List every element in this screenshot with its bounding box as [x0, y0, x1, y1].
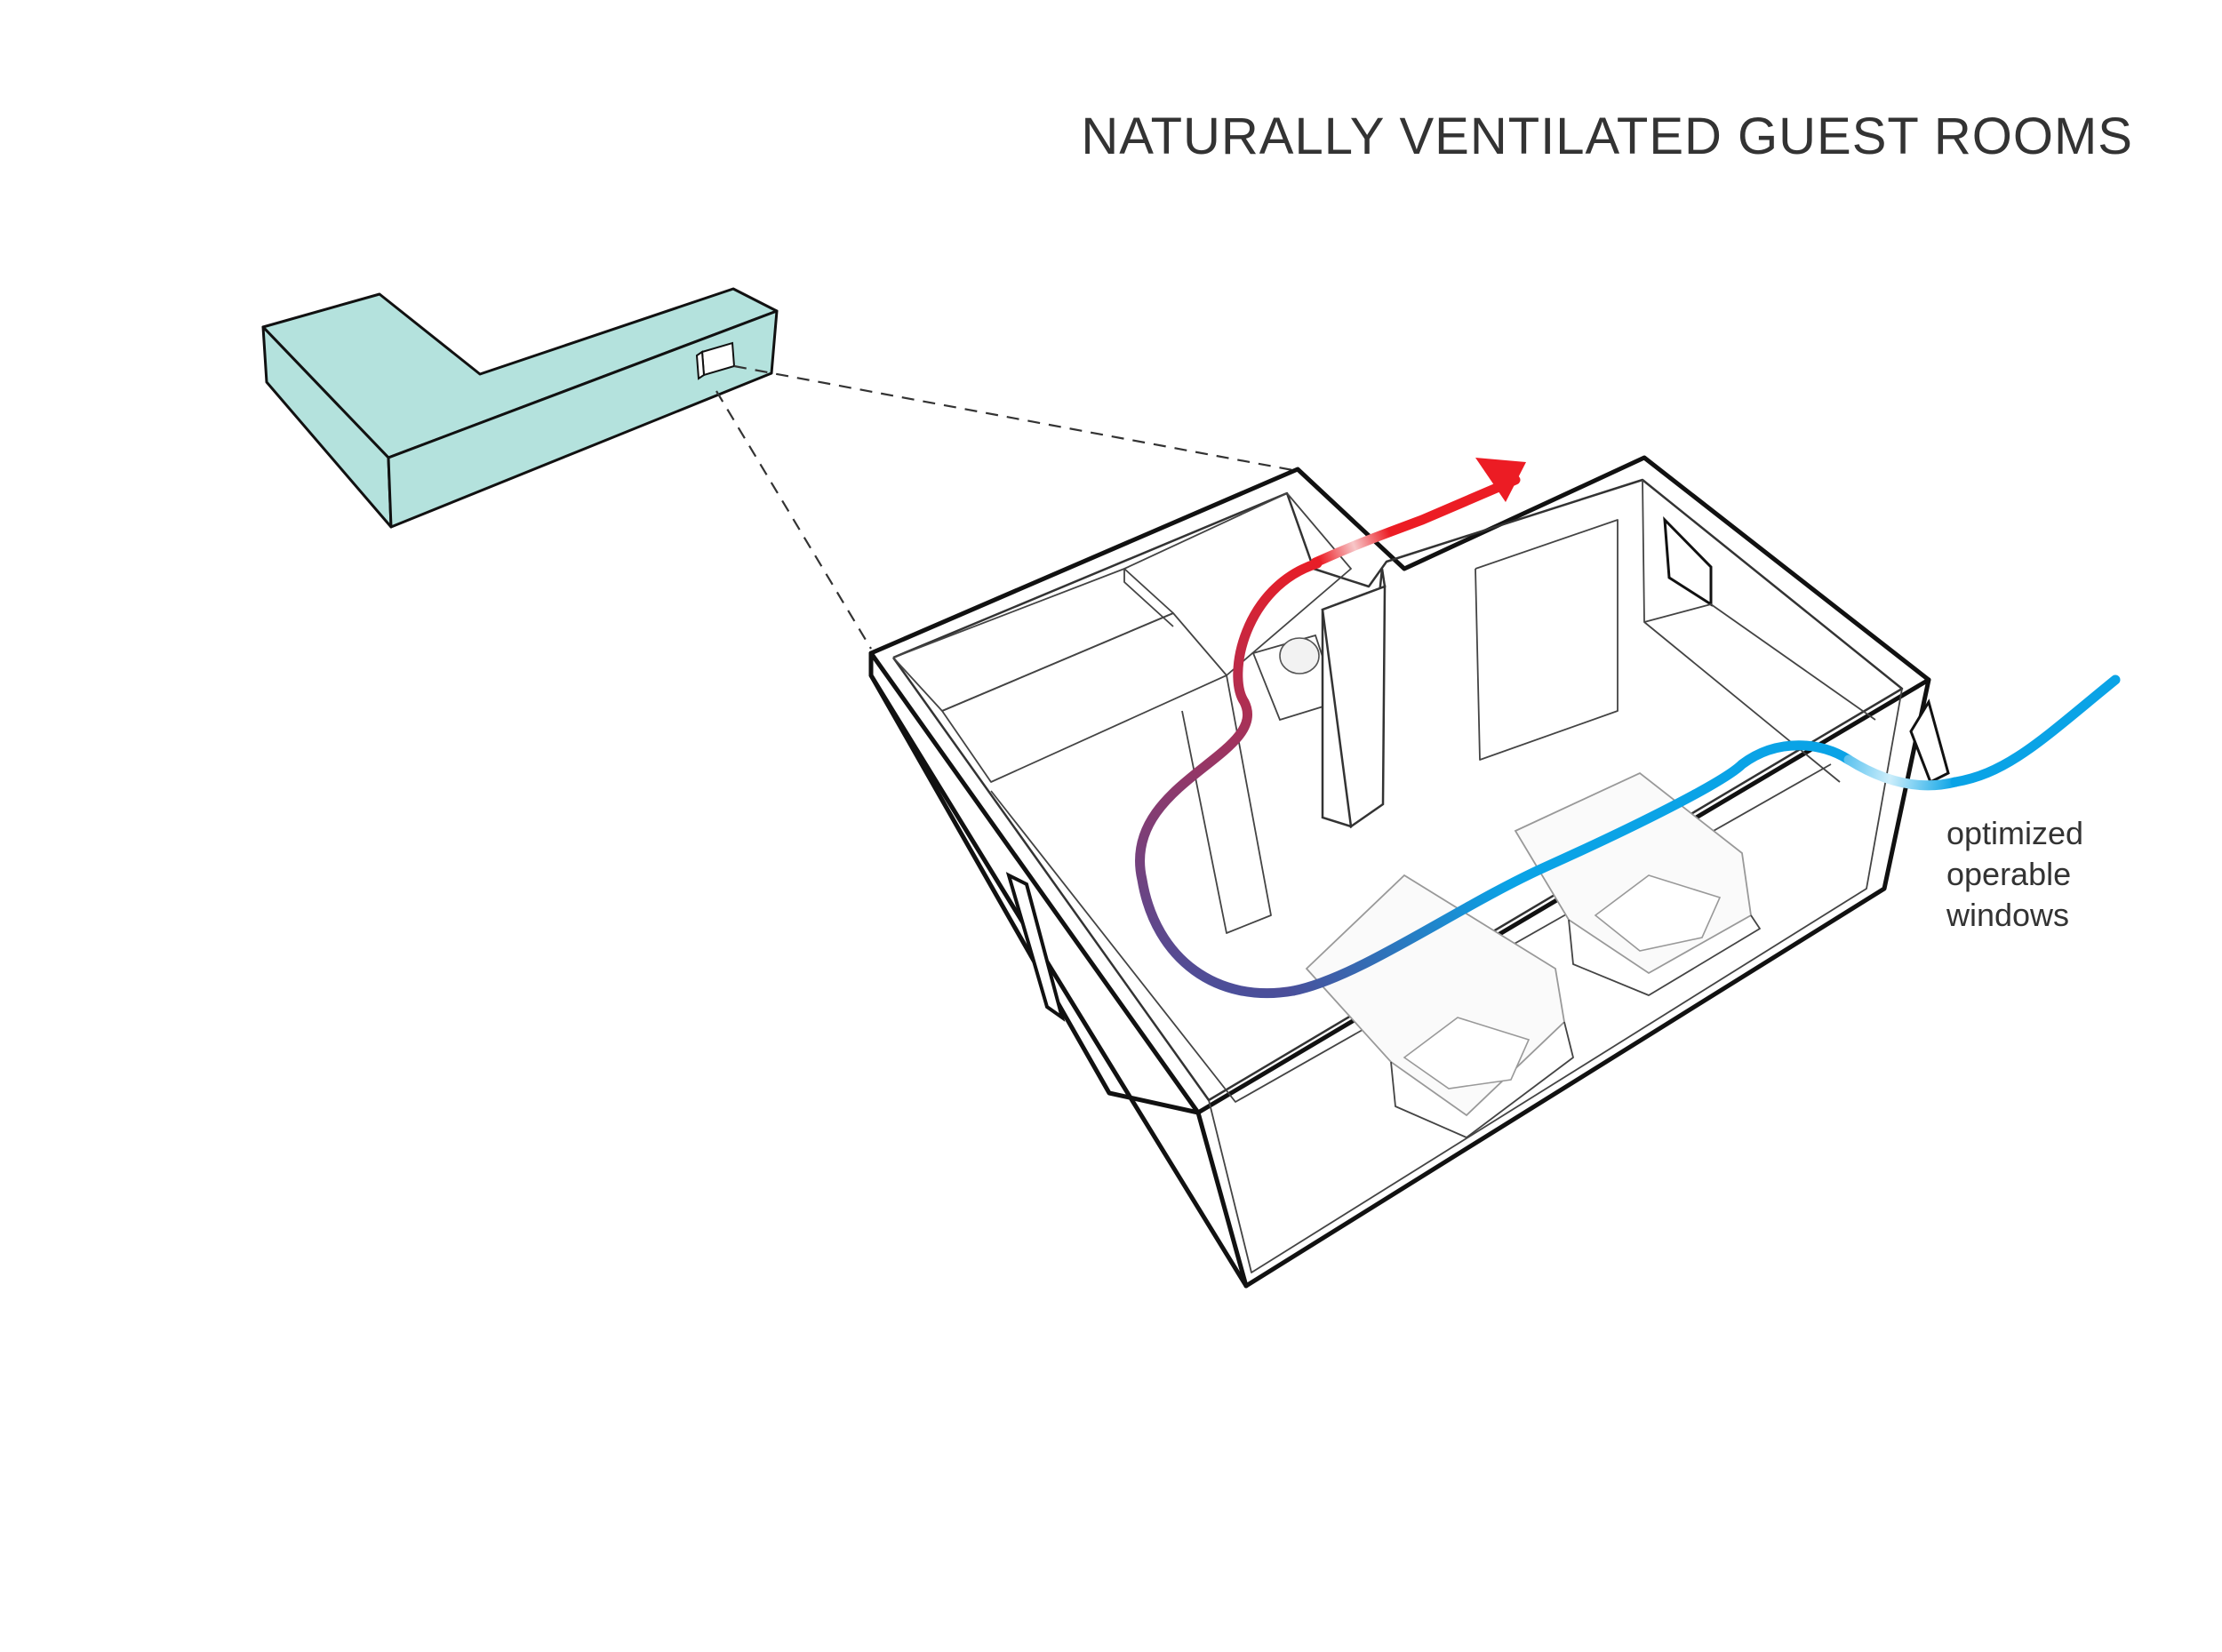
guest-room-model — [868, 455, 1950, 1289]
window-recess — [1663, 516, 1713, 607]
front-wall-inner — [1208, 688, 1903, 1273]
cool-air-inlet — [1950, 674, 2121, 787]
warm-air-arrowhead — [1475, 458, 1526, 502]
room-right-wall — [1243, 677, 1931, 1289]
warm-air-outlet — [1310, 475, 1521, 568]
bathroom-wall — [1123, 492, 1352, 676]
airflow-path — [1135, 458, 2121, 999]
bed-1-pillow — [1403, 1017, 1531, 1089]
diagram-title: NATURALLY VENTILATED GUEST ROOMS — [1081, 108, 2133, 165]
cool-air-path — [1288, 740, 1854, 996]
room-front-corner — [1195, 1110, 1249, 1289]
window-sill — [1643, 603, 1876, 721]
caption-line-3: windows — [1946, 897, 2070, 933]
projection-line-upper — [733, 364, 1299, 473]
side-door — [1005, 872, 1066, 1022]
bed-2 — [1514, 771, 1761, 996]
airflow-curve — [1135, 558, 1323, 999]
caption-line-2: operable — [1946, 856, 2072, 892]
room-left-bottom — [868, 673, 1249, 1289]
wardrobe-divider — [1123, 569, 1174, 627]
bed-2-pillow — [1594, 874, 1722, 952]
projection-lines — [715, 364, 1299, 650]
window-caption: optimized operable windows — [1946, 813, 2160, 936]
wardrobe-box-2 — [941, 612, 1227, 783]
exterior-window — [1909, 698, 1950, 785]
key-building — [261, 287, 779, 529]
bed-1 — [1305, 874, 1574, 1138]
room-marker-side — [695, 350, 706, 380]
caption-line-1: optimized — [1946, 815, 2084, 851]
cool-air-window — [1843, 754, 1961, 791]
bathroom-partition — [1181, 674, 1272, 934]
partition-wall-face — [1321, 585, 1387, 829]
sink-basin — [1279, 637, 1320, 674]
bed-2-base — [1568, 914, 1761, 996]
room-left-wall — [868, 650, 1201, 1115]
bed-1-base — [1390, 1021, 1574, 1138]
projection-line-lower — [715, 390, 872, 650]
back-wall-corner — [1642, 479, 1841, 783]
back-wall-panel — [1475, 519, 1619, 761]
building-side-front — [387, 309, 779, 529]
